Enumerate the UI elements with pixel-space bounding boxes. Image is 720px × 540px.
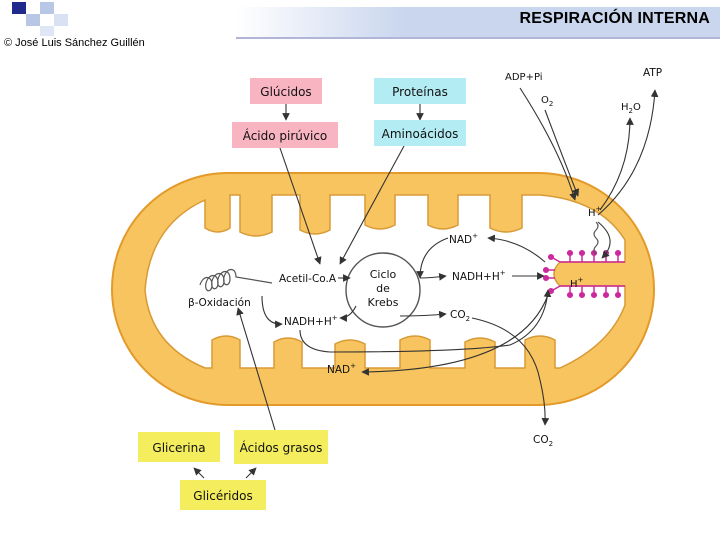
header-rule: [236, 37, 720, 39]
arrow-gliceridos-glicerina: [193, 467, 205, 479]
label-glicerina: Glicerina: [152, 441, 205, 455]
label-acetil-coa: Acetil-Co.A: [279, 273, 337, 285]
label-co2-inner: CO2: [450, 309, 470, 323]
arrow-acidos-beta: [236, 307, 276, 431]
arrow-nad-krebs: [416, 237, 449, 279]
page-title: RESPIRACIÓN INTERNA: [519, 10, 710, 27]
label-acido-piruvico: Ácido pirúvico: [243, 128, 328, 143]
label-aminoacidos: Aminoácidos: [382, 127, 459, 141]
beta-oxidation-spiral: [199, 268, 273, 292]
label-de: de: [376, 282, 390, 295]
arrow-krebs-nadh: [419, 273, 447, 281]
header-decoration: [12, 2, 720, 39]
arrow-membrane-nad: [487, 234, 546, 263]
arrow-nadh-left-membrane: [299, 289, 552, 353]
pathway-arrows: [193, 87, 659, 479]
label-nad-top: NAD+: [449, 232, 478, 246]
arrow-membrane-nad-bottom: [361, 294, 549, 376]
label-adp-pi: ADP+Pi: [505, 72, 543, 83]
arrow-krebs-co2: [399, 310, 447, 319]
label-krebs: Krebs: [368, 296, 399, 309]
label-o2: O2: [541, 95, 553, 108]
label-nad-bottom: NAD+: [327, 362, 356, 376]
box-aminoacidos: [374, 120, 466, 146]
arrow-piruvico-acetil: [279, 147, 322, 265]
krebs-cycle-circle: [345, 252, 421, 328]
arrow-hplus-gradient: [597, 221, 611, 259]
label-h-plus-inner: H+: [570, 276, 584, 290]
arrow-beta-nadh: [261, 295, 283, 329]
label-ciclo: Ciclo: [370, 268, 397, 281]
atp-synthase-stalk: [593, 221, 599, 255]
box-glucidos: [250, 78, 322, 104]
arrow-hplus-atp: [597, 89, 659, 216]
label-h-plus-top: H+: [588, 205, 602, 219]
label-beta-oxidacion: β-Oxidación: [188, 297, 251, 309]
arrow-o2-into: [544, 109, 580, 197]
arrow-krebs-nadh-left: [339, 305, 357, 322]
label-proteinas: Proteínas: [392, 85, 448, 99]
label-nadh-right: NADH+H+: [452, 269, 506, 283]
arrow-gliceridos-acidos: [245, 467, 257, 479]
header-bar: [236, 7, 720, 37]
label-atp: ATP: [643, 67, 662, 79]
label-nadh-left: NADH+H+: [284, 314, 338, 328]
corner-squares: [12, 2, 68, 36]
arrow-hplus-h2o: [599, 117, 634, 211]
box-glicerina: [138, 432, 220, 462]
label-acidos-grasos: Ácidos grasos: [240, 440, 323, 455]
label-co2-out: CO2: [533, 434, 553, 448]
box-acidos-grasos: [234, 430, 328, 464]
box-gliceridos: [180, 480, 266, 510]
label-gliceridos: Glicéridos: [193, 489, 252, 503]
box-acido-piruvico: [232, 122, 338, 148]
label-glucidos: Glúcidos: [260, 85, 311, 99]
arrow-co2-out: [471, 317, 550, 426]
arrow-aminoacidos-acetil: [339, 145, 405, 265]
box-proteinas: [374, 78, 466, 104]
arrow-adp-into: [519, 87, 577, 201]
author-credit: © José Luis Sánchez Guillén: [4, 37, 145, 49]
label-h2o: H2O: [621, 102, 641, 115]
